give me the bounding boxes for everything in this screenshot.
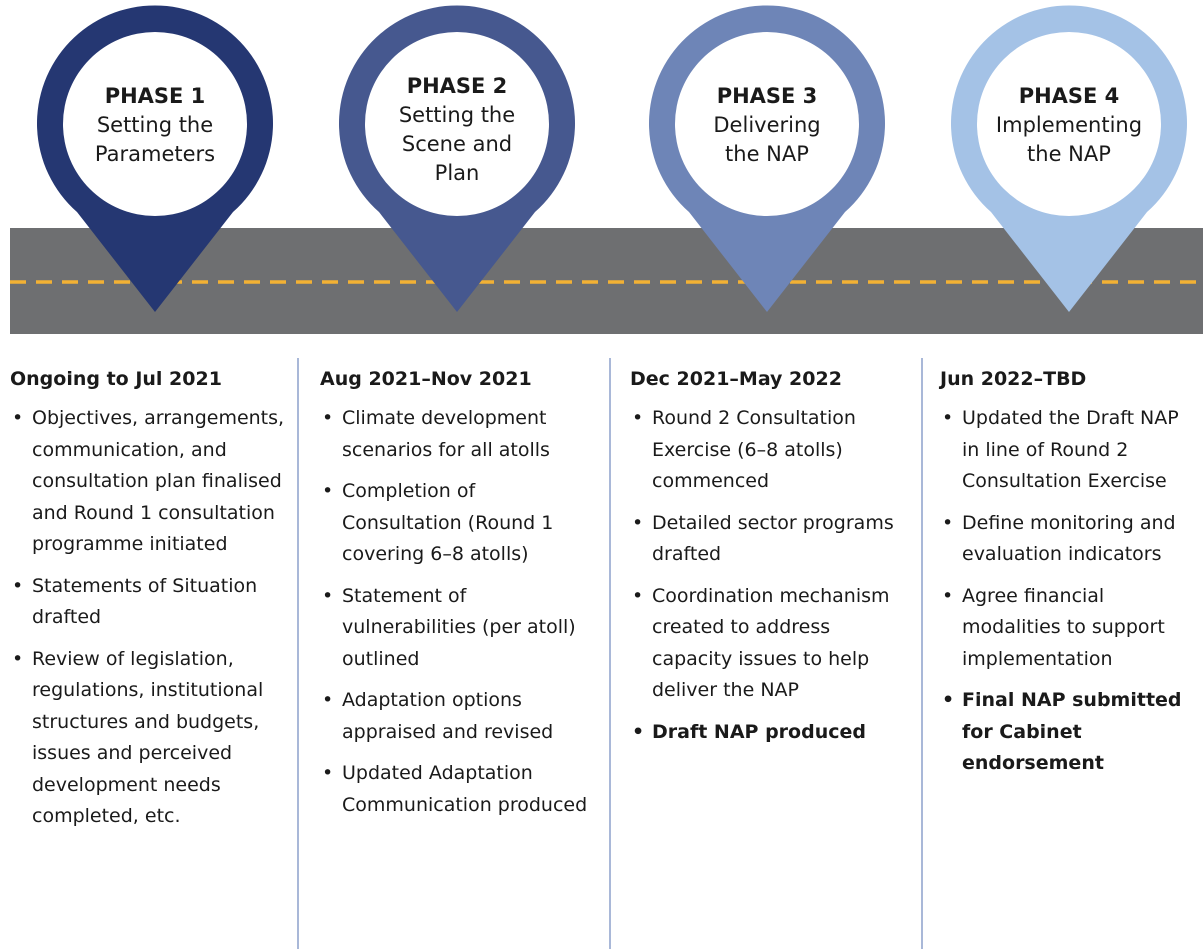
list-item: Draft NAP produced <box>630 717 912 749</box>
column-divider <box>609 358 611 949</box>
list-item: Round 2 Consultation Exercise (6–8 atoll… <box>630 403 912 498</box>
phase-3-label: PHASE 3 Delivering the NAP <box>692 82 842 169</box>
phase-4-pin-center <box>977 32 1161 216</box>
phase-1-pin-center <box>63 32 247 216</box>
phase-3-subtitle-line: Delivering <box>713 113 821 137</box>
phase-1-label: PHASE 1 Setting the Parameters <box>80 82 230 169</box>
phase-2-pin-center <box>365 32 549 216</box>
phase-4-period: Jun 2022–TBD <box>940 368 1087 390</box>
phase-3-title: PHASE 3 <box>716 84 818 108</box>
phase-1-column: Ongoing to Jul 2021 Objectives, arrangem… <box>10 365 288 949</box>
list-item: Final NAP submitted for Cabinet endorsem… <box>940 685 1202 780</box>
column-divider <box>297 358 299 949</box>
phase-2-subtitle-line: Setting the <box>398 103 516 127</box>
list-item: Updated the Draft NAP in line of Round 2… <box>940 403 1202 498</box>
phase-3-pin-center <box>675 32 859 216</box>
list-item: Objectives, arrangements, communication,… <box>10 403 288 561</box>
phase-2-column: Aug 2021–Nov 2021 Climate development sc… <box>320 365 600 949</box>
phase-2-subtitle-line: Plan <box>434 161 480 185</box>
phase-1-list: Objectives, arrangements, communication,… <box>10 403 288 833</box>
phase-4-list: Updated the Draft NAP in line of Round 2… <box>940 403 1202 780</box>
phase-2-title: PHASE 2 <box>406 74 508 98</box>
phase-3-subtitle-line: the NAP <box>725 142 809 166</box>
phase-3-period: Dec 2021–May 2022 <box>630 368 842 390</box>
phase-3-list: Round 2 Consultation Exercise (6–8 atoll… <box>630 403 912 748</box>
list-item: Adaptation options appraised and revised <box>320 685 600 748</box>
phase-4-title: PHASE 4 <box>1018 84 1120 108</box>
phase-3-column: Dec 2021–May 2022 Round 2 Consultation E… <box>630 365 912 949</box>
phase-2-label: PHASE 2 Setting the Scene and Plan <box>382 72 532 188</box>
list-item: Climate development scenarios for all at… <box>320 403 600 466</box>
list-item: Completion of Consultation (Round 1 cove… <box>320 476 600 571</box>
phase-4-label: PHASE 4 Implementing the NAP <box>994 82 1144 169</box>
phase-2-list: Climate development scenarios for all at… <box>320 403 600 821</box>
list-item: Coordination mechanism created to addres… <box>630 581 912 707</box>
phase-1-subtitle-line: Setting the <box>96 113 214 137</box>
list-item: Updated Adaptation Communication produce… <box>320 758 600 821</box>
list-item: Define monitoring and evaluation indicat… <box>940 508 1202 571</box>
phase-4-subtitle-line: the NAP <box>1027 142 1111 166</box>
list-item: Detailed sector programs drafted <box>630 508 912 571</box>
phase-2-subtitle-line: Scene and <box>401 132 513 156</box>
phase-4-subtitle-line: Implementing <box>995 113 1143 137</box>
list-item: Statement of vulnerabilities (per atoll)… <box>320 581 600 676</box>
list-item: Statements of Situation drafted <box>10 571 288 634</box>
column-divider <box>921 358 923 949</box>
phase-1-period: Ongoing to Jul 2021 <box>10 368 222 390</box>
phase-1-title: PHASE 1 <box>104 84 206 108</box>
phase-1-subtitle-line: Parameters <box>94 142 216 166</box>
list-item: Agree financial modalities to support im… <box>940 581 1202 676</box>
list-item: Review of legislation, regulations, inst… <box>10 644 288 833</box>
roadmap-graphic <box>10 5 1203 334</box>
phase-2-period: Aug 2021–Nov 2021 <box>320 368 532 390</box>
phase-4-column: Jun 2022–TBD Updated the Draft NAP in li… <box>940 365 1202 949</box>
